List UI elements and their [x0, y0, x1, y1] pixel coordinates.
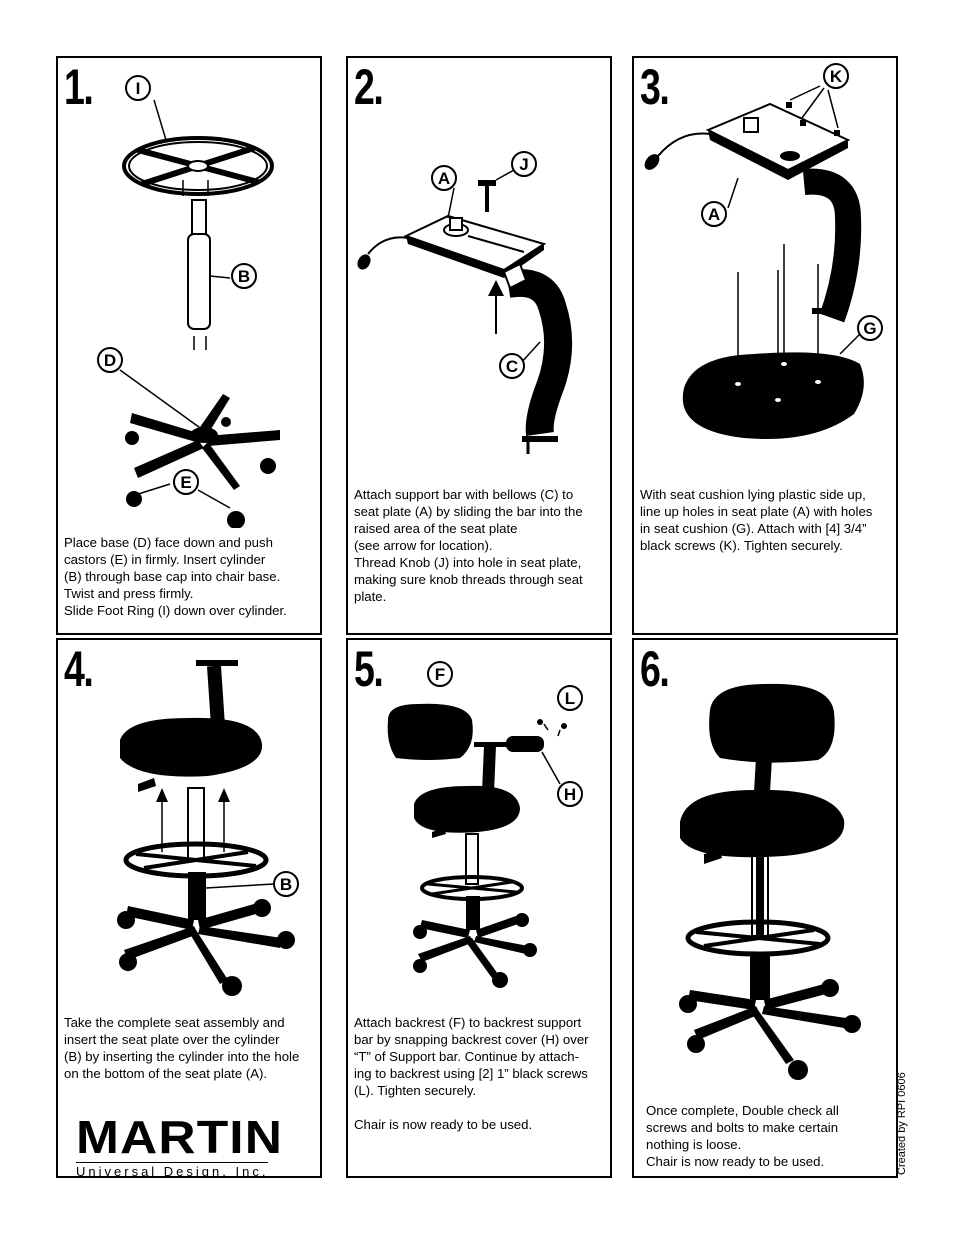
callout-L: L: [565, 689, 575, 708]
callout-E: E: [180, 473, 191, 492]
callout-D: D: [104, 351, 116, 370]
callout-H: H: [564, 785, 576, 804]
logo-tagline: Universal Design, Inc.: [76, 1162, 269, 1178]
callout-C: C: [506, 357, 518, 376]
step-4-panel: 4. B Take the complete seat: [56, 638, 322, 1178]
step-1-number: 1.: [64, 59, 94, 115]
step-2-panel: 2. A J C Attach support bar wi: [346, 56, 612, 635]
step-2-illustration: A J C: [357, 151, 573, 454]
step-6-panel: 6. Once complete, Double check all screw…: [632, 638, 898, 1178]
step-3-illustration: K A G: [644, 63, 883, 439]
step-3-number: 3.: [640, 59, 670, 115]
step-4-caption: Take the complete seat assembly and inse…: [64, 1015, 300, 1081]
logo-name: MARTIN: [76, 1111, 284, 1163]
step-3-caption: With seat cushion lying plastic side up,…: [640, 487, 873, 553]
callout-A: A: [708, 205, 720, 224]
callout-K: K: [830, 67, 843, 86]
callout-B: B: [280, 875, 292, 894]
step-5-number: 5.: [354, 641, 384, 697]
callout-J: J: [519, 155, 528, 174]
step-1-panel: 1. I: [56, 56, 322, 635]
step-1-caption: Place base (D) face down and push castor…: [64, 535, 287, 618]
martin-logo: MARTIN Universal Design, Inc.: [76, 1114, 308, 1178]
callout-G: G: [863, 319, 876, 338]
step-4-number: 4.: [64, 641, 94, 697]
callout-B: B: [238, 267, 250, 286]
step-5-caption: Attach backrest (F) to backrest support …: [354, 1015, 589, 1132]
step-4-illustration: B: [117, 660, 299, 996]
step-6-illustration: [679, 683, 861, 1080]
callout-A: A: [438, 169, 450, 188]
step-2-caption: Attach support bar with bellows (C) to s…: [354, 487, 583, 604]
callout-I: I: [136, 79, 141, 98]
step-1-illustration: I B D E: [97, 75, 280, 528]
step-6-caption: Once complete, Double check all screws a…: [646, 1103, 839, 1169]
callout-F: F: [435, 665, 445, 684]
step-2-number: 2.: [354, 59, 384, 115]
step-6-number: 6.: [640, 641, 670, 697]
credit-text: Created by RPI 0606: [896, 1072, 908, 1175]
step-5-illustration: F L H: [387, 661, 583, 988]
step-5-panel: 5. F: [346, 638, 612, 1178]
step-3-panel: 3. K: [632, 56, 898, 635]
